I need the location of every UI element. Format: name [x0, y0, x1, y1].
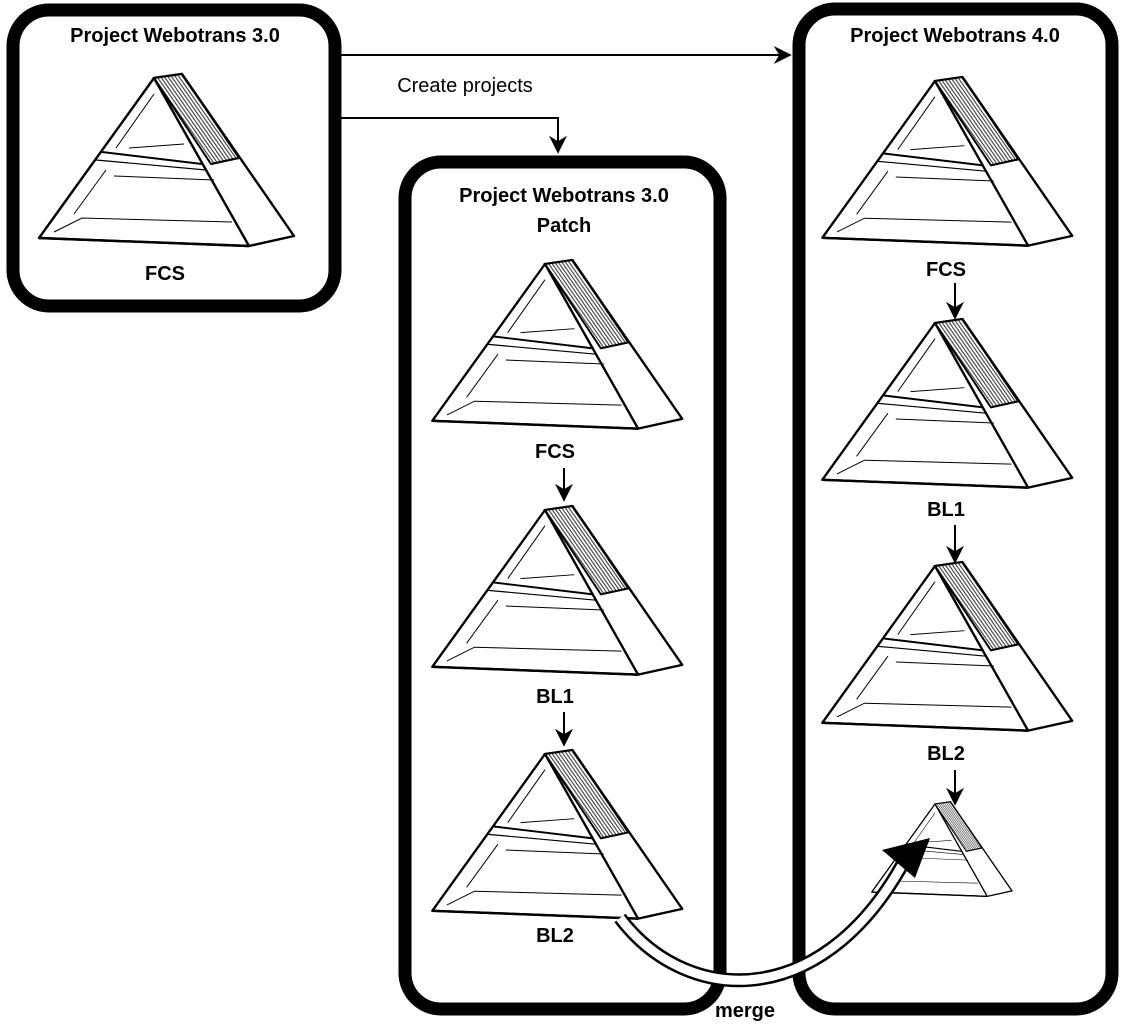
arrow-create-patch [335, 117, 567, 154]
title-project-patch: Project Webotrans 3.0 [459, 185, 669, 207]
label-p40-bl1: BL1 [927, 499, 965, 521]
pyramid-p30-fcs [37, 72, 296, 248]
merge-arrow-fill [616, 847, 915, 985]
label-patch-fcs: FCS [535, 441, 575, 463]
label-patch-bl2: BL2 [536, 925, 574, 947]
pyramid-p40-bl1 [821, 317, 1074, 489]
label-p40-fcs: FCS [926, 259, 966, 281]
subtitle-project-patch: Patch [537, 215, 591, 237]
pyramid-patch-bl1 [431, 504, 684, 676]
title-project-3-0: Project Webotrans 3.0 [70, 25, 280, 47]
label-p40-bl2: BL2 [927, 743, 965, 765]
frame-project-3-0 [6, 3, 342, 313]
label-merge: merge [715, 1000, 775, 1022]
merge-arrow-head [882, 838, 930, 878]
pyramid-patch-fcs [431, 258, 684, 430]
frame-project-4-0 [792, 2, 1119, 1016]
label-create-projects: Create projects [397, 75, 533, 97]
pyramid-patch-bl2 [431, 748, 684, 920]
label-p30-fcs: FCS [145, 263, 185, 285]
label-patch-bl1: BL1 [536, 686, 574, 708]
pyramid-p40-bl2 [821, 560, 1074, 732]
frame-project-3-0-patch [398, 155, 727, 1016]
title-project-4-0: Project Webotrans 4.0 [850, 25, 1060, 47]
pyramid-p40-fcs [821, 75, 1074, 247]
